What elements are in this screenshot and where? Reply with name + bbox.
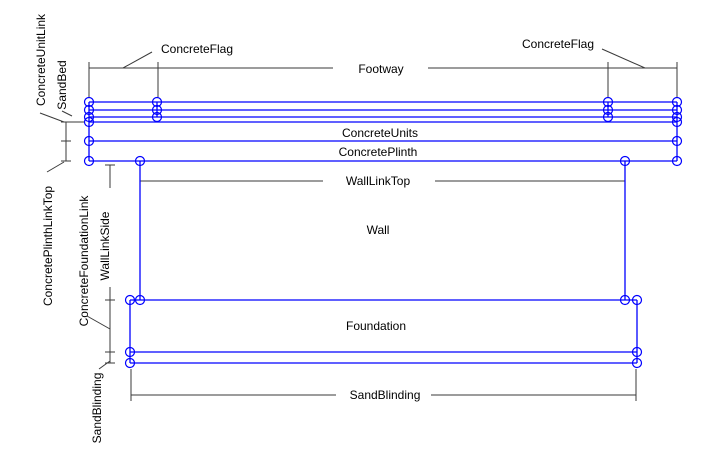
label-footway: Footway xyxy=(358,62,403,76)
dim-lines-layer xyxy=(39,48,678,401)
node-circle xyxy=(602,96,614,108)
dim-line-leader-sand-bed xyxy=(61,110,73,117)
node-circle xyxy=(83,155,95,167)
dim-line-leader-concrete-plinth-link-top xyxy=(46,161,65,173)
label-foundation: Foundation xyxy=(346,319,406,333)
node-circle xyxy=(671,111,683,123)
label-concrete-flag-left: ConcreteFlag xyxy=(161,42,233,56)
node-circle xyxy=(619,294,631,306)
label-sand-blinding: SandBlinding xyxy=(350,388,421,402)
node-circle xyxy=(124,357,136,369)
label-concrete-foundation-link: ConcreteFoundationLink xyxy=(77,195,91,327)
node-circle xyxy=(83,111,95,123)
node-circle xyxy=(124,346,136,358)
node-circle xyxy=(631,357,643,369)
label-sand-blinding-left: SandBlinding xyxy=(90,373,104,444)
dim-line-flag-leader-left xyxy=(122,51,153,69)
node-circle xyxy=(134,294,146,306)
label-wall: Wall xyxy=(367,223,390,237)
node-circle xyxy=(602,104,614,116)
label-concrete-flag-right: ConcreteFlag xyxy=(522,37,594,51)
node-circle xyxy=(671,104,683,116)
label-concrete-unit-link: ConcreteUnitLink xyxy=(34,13,48,106)
dim-line-flag-leader-right xyxy=(601,48,646,69)
dim-line-leader-concrete-foundation-link xyxy=(86,315,111,330)
node-circle xyxy=(83,104,95,116)
node-circle xyxy=(602,111,614,123)
node-circle xyxy=(124,294,136,306)
node-circle xyxy=(631,346,643,358)
node-circle xyxy=(151,104,163,116)
node-circle xyxy=(151,111,163,123)
node-circle xyxy=(83,116,95,128)
node-circle xyxy=(671,96,683,108)
node-circle xyxy=(671,135,683,147)
label-sand-bed: SandBed xyxy=(55,60,69,109)
node-circle xyxy=(83,135,95,147)
labels-layer: ConcreteFlagFootwayConcreteFlagConcreteU… xyxy=(34,13,594,443)
node-circles-layer xyxy=(83,96,683,369)
label-wall-link-side: WallLinkSide xyxy=(98,211,112,280)
node-circle xyxy=(671,155,683,167)
node-circle xyxy=(151,96,163,108)
node-circle xyxy=(631,294,643,306)
link-lines-layer xyxy=(88,101,678,364)
label-concrete-plinth-link-top: ConcretePlinthLinkTop xyxy=(41,186,55,306)
node-circle xyxy=(671,116,683,128)
dim-line-leader-sand-blinding-left xyxy=(98,360,111,370)
node-circle xyxy=(83,96,95,108)
label-concrete-plinth: ConcretePlinth xyxy=(339,145,418,159)
node-circle xyxy=(134,155,146,167)
dim-line-leader-concrete-unit-link xyxy=(39,112,65,123)
label-concrete-units: ConcreteUnits xyxy=(342,126,418,140)
node-circle xyxy=(619,155,631,167)
label-wall-link-top: WallLinkTop xyxy=(346,174,411,188)
